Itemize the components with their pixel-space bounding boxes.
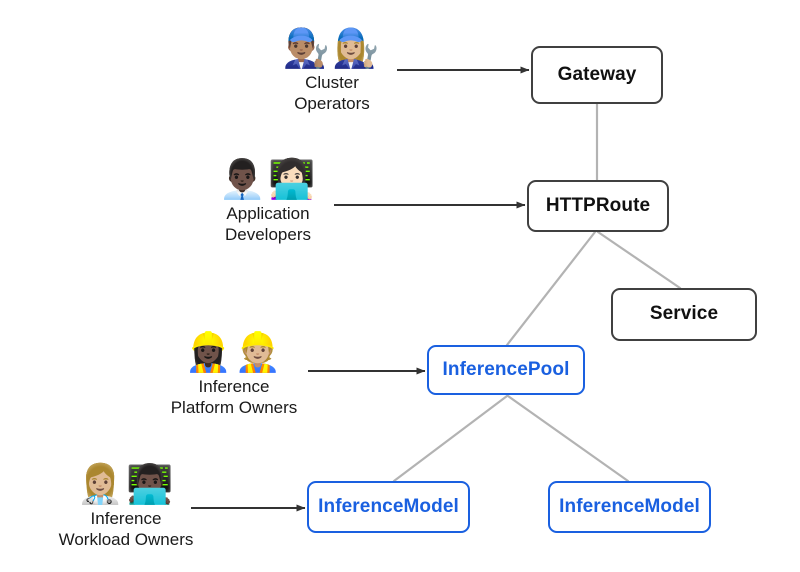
connector-httproute-inferencepool bbox=[505, 230, 597, 347]
node-inferencepool[interactable]: InferencePool bbox=[427, 345, 585, 395]
health-worker-technologist-pair-icon: 👩🏼‍⚕️👨🏿‍💻 bbox=[76, 464, 176, 506]
persona-application-developers: 👨🏿‍💼👩🏻‍💻 Application Developers bbox=[163, 159, 373, 245]
persona-inference-workload-owners-label: Inference Workload Owners bbox=[58, 508, 194, 549]
node-inferencemodel-1-label: InferenceModel bbox=[318, 495, 459, 517]
persona-cluster-operators-label: Cluster Operators bbox=[294, 72, 370, 113]
construction-worker-pair-icon: 👷🏿‍♀️👷🏼 bbox=[184, 332, 284, 374]
persona-inference-platform-owners: 👷🏿‍♀️👷🏼 Inference Platform Owners bbox=[129, 332, 339, 418]
persona-application-developers-label: Application Developers bbox=[225, 203, 311, 244]
mechanic-pair-icon: 👨🏽‍🔧👩🏼‍🔧 bbox=[282, 28, 382, 70]
node-httproute-label: HTTPRoute bbox=[545, 194, 651, 216]
office-worker-technologist-pair-icon: 👨🏿‍💼👩🏻‍💻 bbox=[218, 159, 318, 201]
connector-inferencepool-inferencemodel-1 bbox=[392, 394, 509, 483]
node-gateway[interactable]: Gateway bbox=[531, 46, 663, 104]
node-inferencemodel-2-label: InferenceModel bbox=[559, 495, 700, 517]
persona-inference-platform-owners-label: Inference Platform Owners bbox=[170, 376, 298, 417]
node-inferencepool-label: InferencePool bbox=[442, 358, 570, 380]
node-httproute[interactable]: HTTPRoute bbox=[527, 180, 669, 232]
node-service-label: Service bbox=[649, 303, 719, 325]
node-inferencemodel-1[interactable]: InferenceModel bbox=[307, 481, 470, 533]
persona-cluster-operators: 👨🏽‍🔧👩🏼‍🔧 Cluster Operators bbox=[227, 28, 437, 114]
connector-inferencepool-inferencemodel-2 bbox=[506, 394, 630, 483]
node-service[interactable]: Service bbox=[611, 288, 757, 341]
node-inferencemodel-2[interactable]: InferenceModel bbox=[548, 481, 711, 533]
node-gateway-label: Gateway bbox=[557, 63, 637, 85]
persona-inference-workload-owners: 👩🏼‍⚕️👨🏿‍💻 Inference Workload Owners bbox=[21, 464, 231, 550]
connector-httproute-service bbox=[596, 230, 682, 290]
